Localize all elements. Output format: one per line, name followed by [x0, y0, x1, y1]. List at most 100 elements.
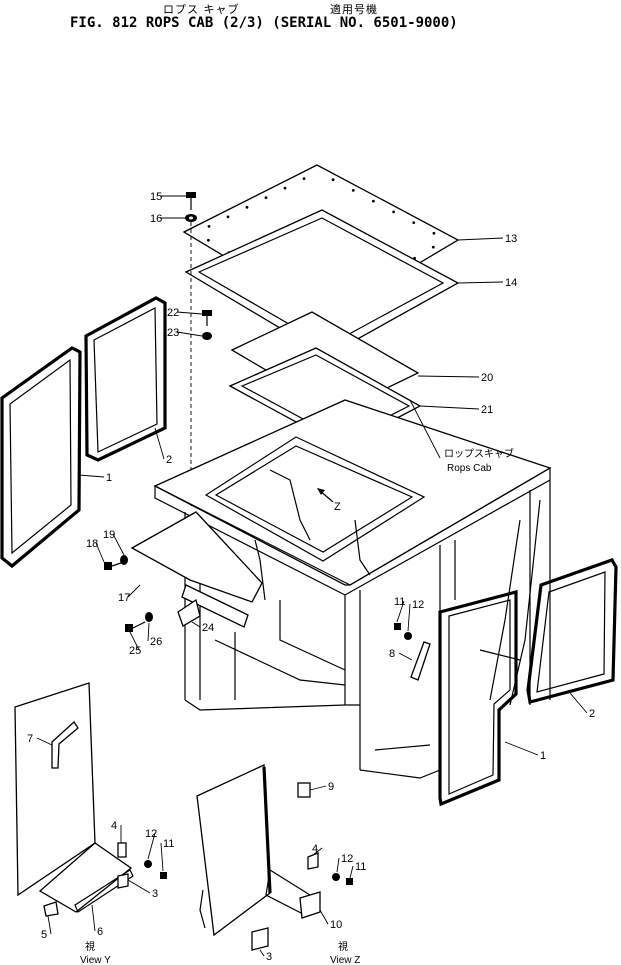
- leader-line-11a: [396, 600, 405, 623]
- leader-line-5: [47, 915, 52, 935]
- leader-line-22: [176, 311, 203, 315]
- leader-line-9: [309, 785, 327, 791]
- bolt-22: [202, 310, 212, 326]
- leader-line-21: [419, 405, 480, 410]
- leader-line-19: [112, 533, 125, 556]
- callout-7: 7: [27, 733, 33, 745]
- washer-16: [185, 214, 197, 222]
- figure-title: FIG. 812 ROPS CAB (2/3) (SERIAL NO. 6501…: [70, 15, 458, 31]
- callout-11b: 11: [163, 838, 174, 850]
- roof-bolt-hole: [432, 231, 436, 235]
- bolt-11b: [160, 872, 167, 879]
- washer-26: [145, 612, 153, 622]
- callout-25: 25: [129, 645, 141, 657]
- roof-bolt-hole: [372, 199, 375, 203]
- leader-line-25: [129, 631, 140, 651]
- callout-14: 14: [505, 277, 517, 289]
- bolt-11c: [346, 878, 353, 885]
- leader-line-13: [457, 237, 504, 241]
- callout-2a: 2: [166, 454, 172, 466]
- leader-line-3a: [127, 879, 151, 894]
- callout-4b: 4: [312, 843, 318, 855]
- callout-17: 17: [118, 592, 130, 604]
- callout-10: 10: [330, 919, 342, 931]
- left-window-2: [84, 296, 167, 462]
- leader-line-10: [319, 909, 329, 925]
- callout-9: 9: [328, 781, 334, 793]
- leader-line-11b: [160, 842, 164, 872]
- clip-5: [43, 901, 59, 917]
- callout-21: 21: [481, 404, 493, 416]
- callout-3a: 3: [152, 888, 158, 900]
- bolt-15: [186, 192, 196, 210]
- leader-line-12c: [336, 857, 340, 873]
- roof-bolt-hole: [207, 238, 210, 242]
- subtitle-japanese-name: ロプス キャブ: [163, 3, 240, 16]
- leader-line-18: [95, 542, 105, 563]
- bracket-4a: [117, 842, 127, 858]
- callout-16: 16: [150, 213, 162, 225]
- roof-bolt-hole: [264, 196, 268, 200]
- callout-26: 26: [150, 636, 162, 648]
- leader-line-2a: [154, 427, 165, 460]
- leader-line-20: [417, 375, 480, 378]
- view-z-label: View Z: [330, 955, 360, 965]
- callout-1a: 1: [106, 472, 112, 484]
- leader-line-26: [147, 622, 150, 642]
- roof-bolt-hole: [431, 245, 435, 249]
- latch-8: [410, 641, 431, 681]
- callout-12c: 12: [341, 853, 353, 865]
- bracket-9: [297, 782, 311, 798]
- callout-19: 19: [103, 529, 115, 541]
- leader-line-1b: [504, 741, 539, 756]
- bracket-17: [130, 511, 263, 628]
- view-z-panel: [196, 764, 311, 937]
- roof-bolt-hole: [392, 210, 395, 214]
- callout-5: 5: [41, 929, 47, 941]
- roof-bolt-hole: [283, 186, 287, 190]
- leader-line-14: [457, 281, 504, 284]
- bracket-3b: [251, 927, 269, 951]
- view-z-jp-label: 視: [338, 940, 348, 953]
- leader-line-8: [398, 652, 413, 661]
- leader-line-12a: [407, 603, 411, 632]
- leader-line-4b: [312, 847, 323, 856]
- rops-cab-label: Rops Cab: [447, 463, 492, 474]
- washer-19: [120, 555, 128, 565]
- leader-line-2b: [569, 692, 588, 714]
- view-y-jp-label: 視: [85, 940, 95, 953]
- callout-24: 24: [202, 622, 214, 634]
- leader-line-24: [191, 621, 201, 628]
- rops-cab-jp-label: ロップスキャブ: [444, 447, 514, 460]
- washer-12c: [332, 873, 340, 881]
- bolt-11a: [394, 623, 401, 630]
- leader-line-3b: [259, 949, 265, 957]
- leader-line-17: [127, 584, 141, 598]
- callout-2b: 2: [589, 708, 595, 720]
- bracket-10: [299, 891, 321, 919]
- leader-line-11c: [349, 865, 354, 879]
- callout-20: 20: [481, 372, 493, 384]
- leader-line-23: [176, 331, 203, 337]
- callout-4a: 4: [111, 820, 117, 832]
- washer-23: [202, 332, 212, 340]
- callout-1b: 1: [540, 750, 546, 762]
- callout-15: 15: [150, 191, 162, 203]
- washer-12a: [404, 632, 412, 640]
- leader-line-6: [91, 904, 96, 932]
- bracket-3a: [117, 873, 129, 889]
- roof-bolt-hole: [226, 215, 230, 219]
- leader-line-1a: [78, 474, 105, 478]
- roof-bolt-hole: [245, 205, 249, 209]
- roof-bolt-hole: [302, 177, 306, 181]
- washer-12b: [144, 860, 152, 868]
- view-y-label: View Y: [80, 955, 111, 965]
- block-24: [177, 598, 201, 627]
- callout-11a: 11: [394, 596, 405, 608]
- callout-12a: 12: [412, 599, 424, 611]
- callout-11c: 11: [355, 861, 366, 873]
- view-y-panel: [14, 682, 134, 913]
